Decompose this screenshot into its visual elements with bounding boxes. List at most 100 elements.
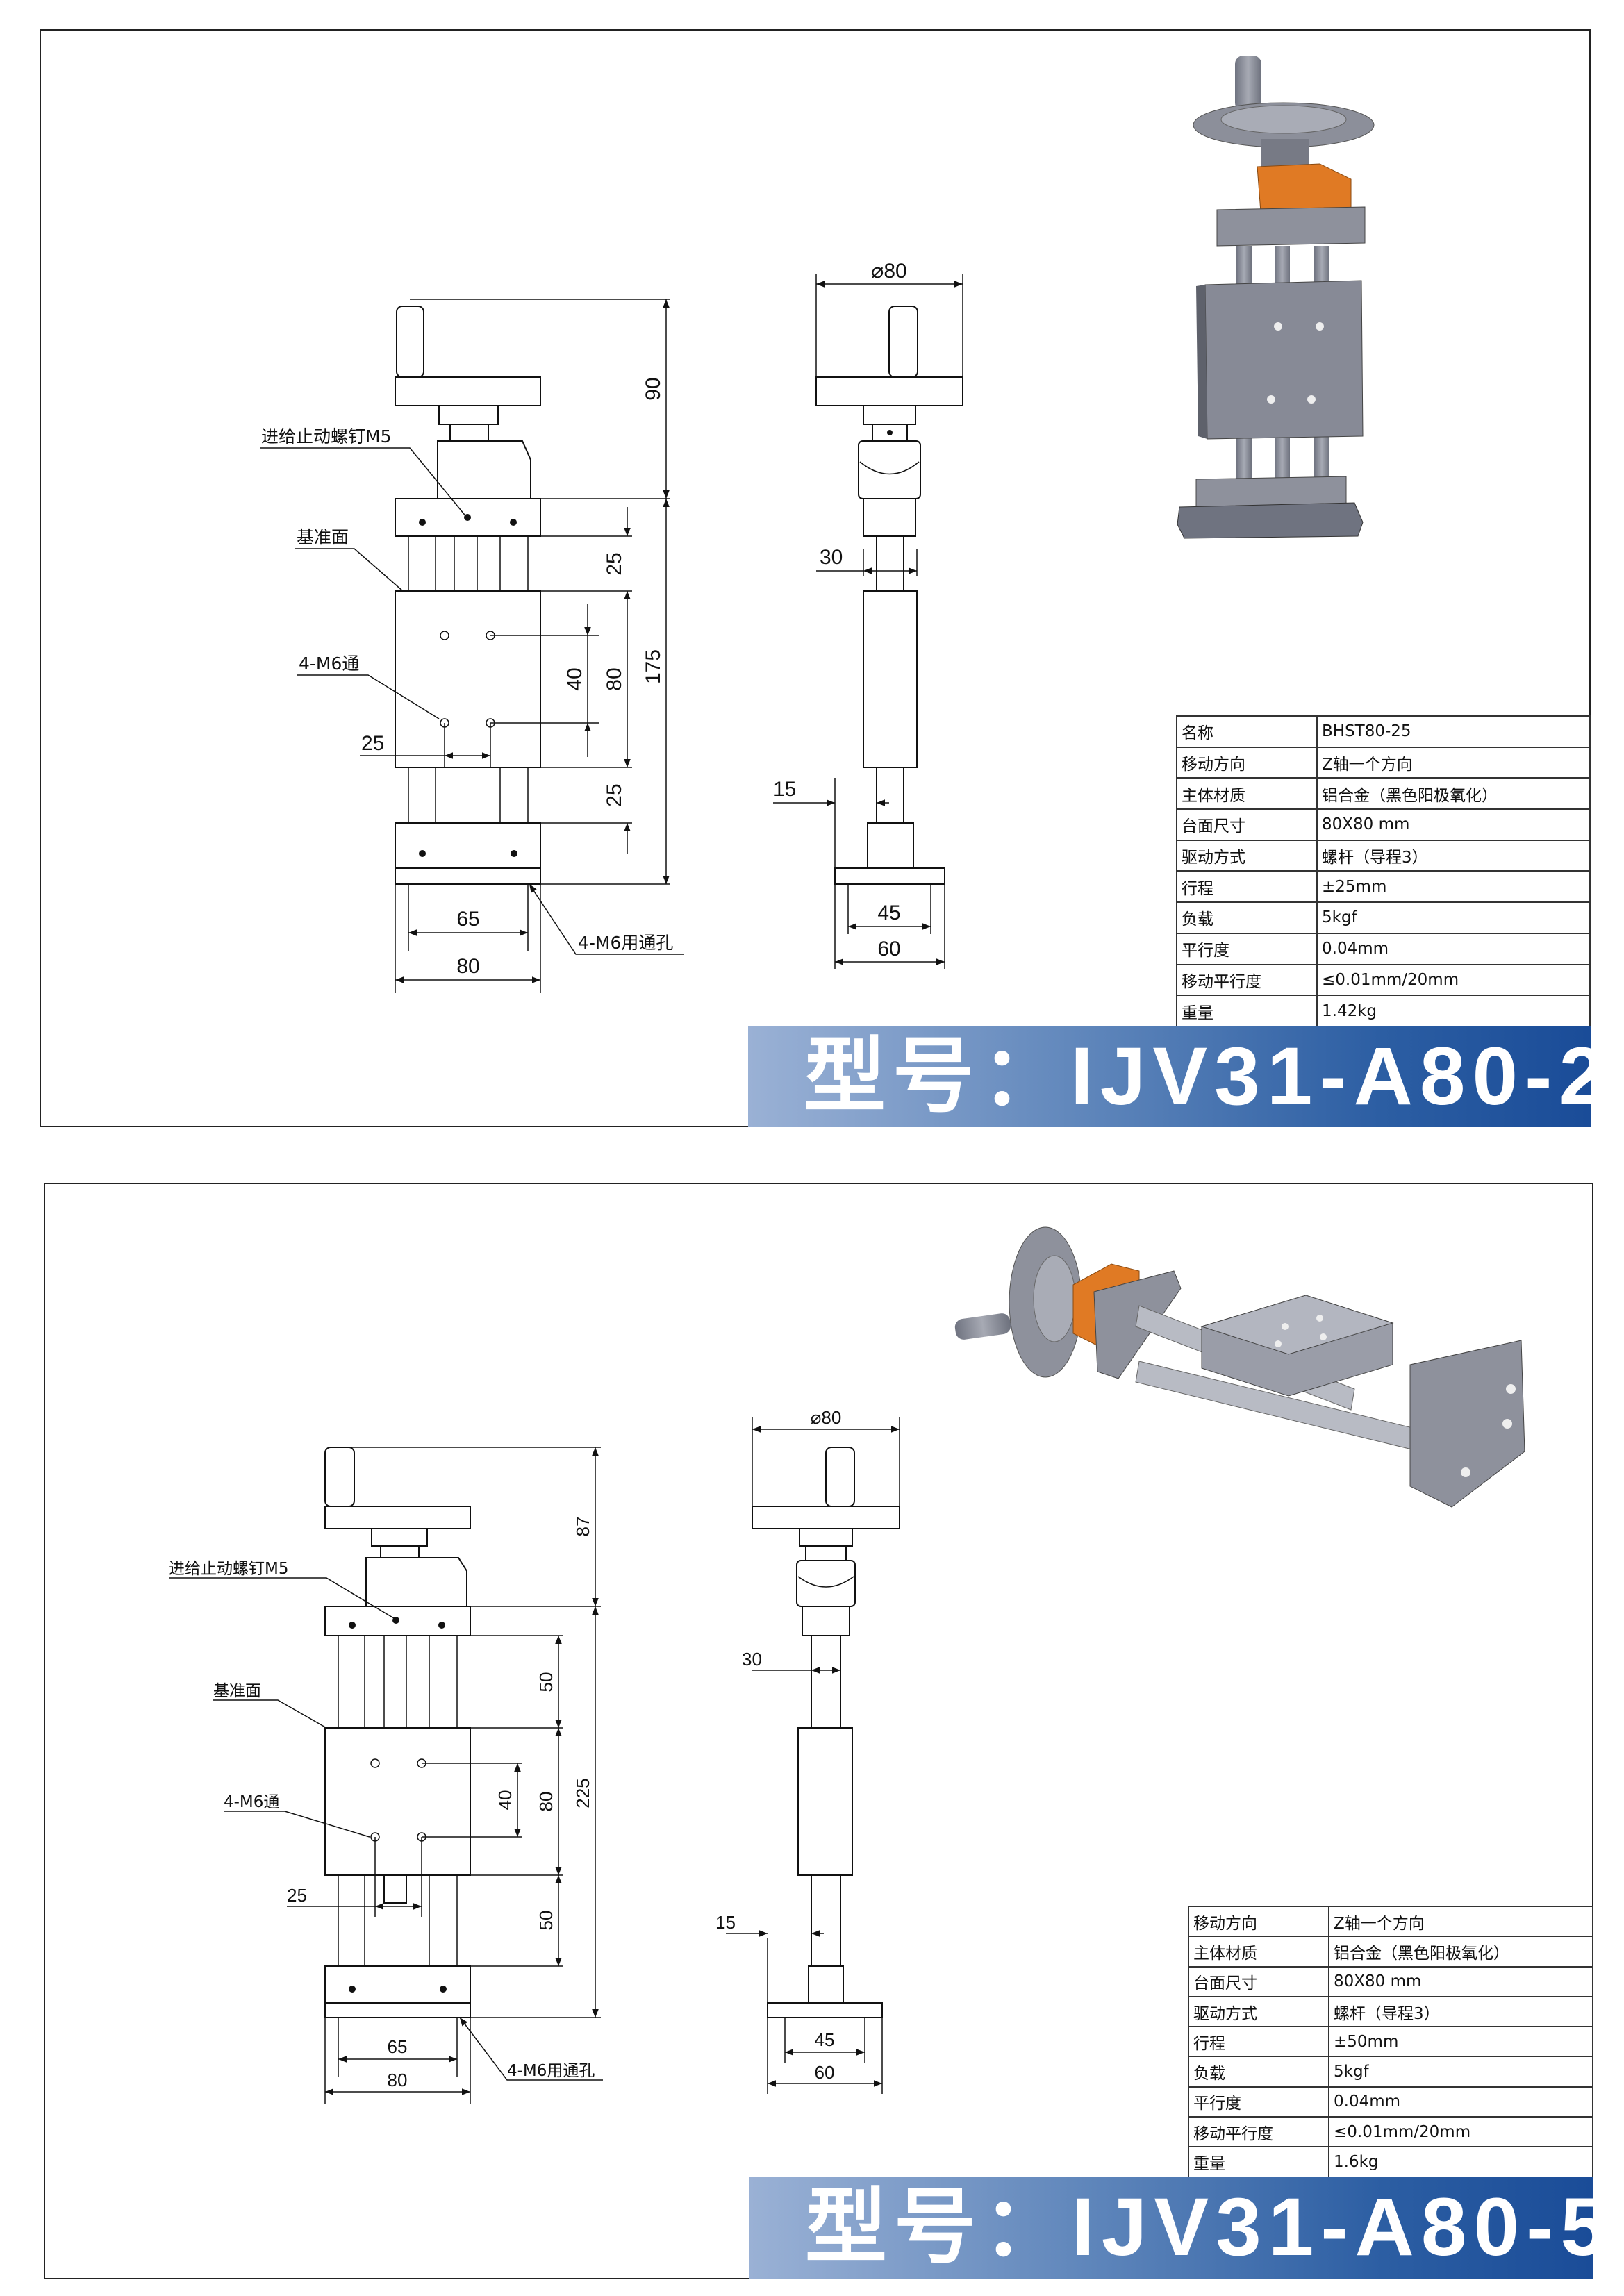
- dim-hole-spacing-h: 25: [287, 1885, 307, 1906]
- dim-upper-travel: 25: [603, 552, 626, 575]
- dim-inner-width: 65: [456, 908, 479, 931]
- dim-hole-spacing-v: 40: [563, 667, 586, 690]
- spec-label: 主体材质: [1176, 777, 1318, 810]
- spec-value: 0.04mm: [1316, 932, 1591, 965]
- front-view-2: 87 225 50 80 40 50 25 65 80 进给止动螺钉M5 基准面…: [169, 1447, 603, 2104]
- spec-row: 驱动方式螺杆（导程3）: [1176, 839, 1591, 872]
- dim-hole-spacing-h: 25: [361, 732, 384, 755]
- spec-label: 移动方向: [1176, 746, 1318, 779]
- spec-value: 1.6kg: [1328, 2146, 1593, 2178]
- dim-shaft: 30: [742, 1649, 762, 1670]
- spec-label: 负载: [1176, 901, 1318, 934]
- spec-value: ±50mm: [1328, 2026, 1593, 2058]
- spec-label: 移动平行度: [1176, 963, 1318, 997]
- dim-outer-width: 80: [456, 955, 479, 978]
- model-prefix: 型号：: [804, 1031, 1071, 1122]
- dim-hole-spacing-v: 40: [495, 1790, 515, 1811]
- spec-label: 台面尺寸: [1176, 808, 1318, 841]
- spec-value: 1.42kg: [1316, 995, 1591, 1027]
- spec-value: 80X80 mm: [1328, 1965, 1593, 1997]
- label-stop-screw: 进给止动螺钉M5: [261, 426, 391, 447]
- model-banner-2: 型号：IJV31-A80-50: [749, 2177, 1593, 2279]
- spec-value: BHST80-25: [1316, 715, 1591, 748]
- model-number: IJV31-A80-50: [1072, 2181, 1593, 2273]
- spec-row: 驱动方式螺杆（导程3）: [1188, 1995, 1593, 2028]
- side-view-2: ⌀80 30 15 45 60: [715, 1407, 900, 2094]
- spec-label: 平行度: [1188, 2086, 1329, 2118]
- dim-top-height: 87: [572, 1517, 593, 1537]
- dim-inner-width: 65: [388, 2036, 408, 2057]
- spec-value: ±25mm: [1316, 870, 1591, 904]
- spec-label: 行程: [1188, 2026, 1329, 2058]
- iso-render-2: [954, 1226, 1525, 1508]
- spec-label: 驱动方式: [1176, 839, 1318, 872]
- dim-shaft: 30: [820, 546, 843, 569]
- spec-value: 螺杆（导程3）: [1328, 1995, 1593, 2028]
- dim-offset: 15: [715, 1912, 736, 1933]
- dim-upper-travel: 50: [536, 1672, 556, 1692]
- dim-lower-travel: 50: [536, 1911, 556, 1931]
- spec-value: 80X80 mm: [1316, 808, 1591, 841]
- side-view-1: ⌀80 30 15 45 60: [773, 260, 963, 969]
- label-through-holes: 4-M6用通孔: [507, 2062, 595, 2080]
- dim-carriage-height: 80: [536, 1792, 556, 1812]
- spec-label: 主体材质: [1188, 1936, 1329, 1968]
- spec-row: 移动平行度≤0.01mm/20mm: [1188, 2116, 1593, 2148]
- dim-lower-travel: 25: [603, 783, 626, 806]
- spec-row: 移动平行度≤0.01mm/20mm: [1176, 963, 1591, 997]
- label-stop-screw: 进给止动螺钉M5: [169, 1560, 288, 1578]
- spec-label: 移动平行度: [1188, 2116, 1329, 2148]
- label-tap-holes: 4-M6通: [224, 1793, 279, 1811]
- dim-carriage-height: 80: [603, 667, 626, 690]
- spec-row: 主体材质铝合金（黑色阳极氧化）: [1176, 777, 1591, 810]
- label-datum: 基准面: [213, 1682, 261, 1700]
- front-view-1: 90 175 25 80 40 25 25 65 80 进给止动螺钉M5 基准面…: [260, 299, 684, 993]
- spec-value: ≤0.01mm/20mm: [1316, 963, 1591, 997]
- spec-value: 螺杆（导程3）: [1316, 839, 1591, 872]
- spec-row: 行程±25mm: [1176, 870, 1591, 904]
- dim-wheel-diameter: ⌀80: [871, 260, 906, 283]
- dim-side-outer-width: 60: [877, 938, 900, 960]
- label-through-holes: 4-M6用通孔: [578, 933, 673, 953]
- spec-label: 移动方向: [1188, 1905, 1329, 1938]
- spec-value: Z轴一个方向: [1316, 746, 1591, 779]
- spec-value: 铝合金（黑色阳极氧化）: [1316, 777, 1591, 810]
- spec-row: 行程±50mm: [1188, 2026, 1593, 2058]
- spec-label: 行程: [1176, 870, 1318, 904]
- spec-value: 5kgf: [1328, 2056, 1593, 2088]
- dim-outer-width: 80: [388, 2070, 408, 2090]
- dim-side-outer-width: 60: [815, 2062, 835, 2083]
- dim-top-height: 90: [642, 377, 665, 400]
- dim-side-inner-width: 45: [815, 2029, 835, 2050]
- dim-wheel-diameter: ⌀80: [811, 1407, 842, 1428]
- model-number: IJV31-A80-25: [1070, 1031, 1591, 1122]
- spec-label: 重量: [1188, 2146, 1329, 2178]
- dim-total-height: 225: [572, 1778, 593, 1808]
- iso-render-1: [1177, 56, 1375, 539]
- spec-row: 主体材质铝合金（黑色阳极氧化）: [1188, 1936, 1593, 1968]
- spec-value: Z轴一个方向: [1328, 1905, 1593, 1938]
- dim-offset: 15: [773, 778, 796, 801]
- label-tap-holes: 4-M6通: [299, 654, 359, 674]
- model-banner-1: 型号：IJV31-A80-25: [748, 1026, 1591, 1127]
- model-prefix: 型号：: [805, 2181, 1072, 2273]
- spec-value: ≤0.01mm/20mm: [1328, 2116, 1593, 2148]
- spec-value: 0.04mm: [1328, 2086, 1593, 2118]
- spec-label: 台面尺寸: [1188, 1965, 1329, 1997]
- spec-value: 铝合金（黑色阳极氧化）: [1328, 1936, 1593, 1968]
- spec-value: 5kgf: [1316, 901, 1591, 934]
